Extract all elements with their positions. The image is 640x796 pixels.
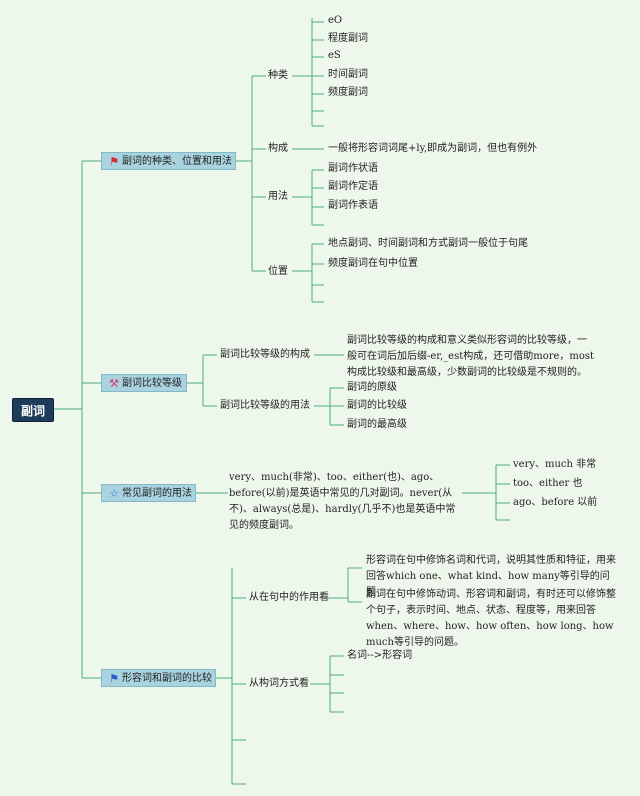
- branch-label: 副词比较等级: [122, 378, 182, 389]
- branch-label: 常见副词的用法: [122, 488, 192, 499]
- node-formation[interactable]: 构成: [268, 143, 288, 154]
- leaf-item[interactable]: 副词作表语: [328, 200, 378, 211]
- leaf-paragraph[interactable]: 形容词在句中修饰名词和代词，说明其性质和特征，用来回答which one、wha…: [366, 555, 616, 598]
- branch-types-position-usage[interactable]: ⚑ 副词的种类、位置和用法: [101, 152, 236, 170]
- leaf-item[interactable]: 副词的最高级: [347, 419, 407, 430]
- tools-icon: ⚒: [109, 377, 119, 390]
- leaf-item[interactable]: too、either 也: [513, 478, 583, 489]
- leaf-item[interactable]: 副词的原级: [347, 382, 397, 393]
- branch-common-adverbs[interactable]: ☆ 常见副词的用法: [101, 484, 196, 502]
- star-icon: ☆: [109, 487, 119, 500]
- node-position[interactable]: 位置: [268, 266, 288, 277]
- leaf-item[interactable]: 一般将形容词词尾+ly,即成为副词，但也有例外: [328, 143, 538, 154]
- node-types[interactable]: 种类: [268, 70, 288, 81]
- leaf-item[interactable]: 副词作定语: [328, 181, 378, 192]
- leaf-item[interactable]: eS: [328, 50, 341, 61]
- leaf-item[interactable]: ago、before 以前: [513, 497, 598, 508]
- leaf-paragraph[interactable]: very、much(非常)、too、either(也)、ago、before(以…: [229, 472, 456, 531]
- blue-flag-icon: ⚑: [109, 672, 119, 685]
- node-comparison-usage[interactable]: 副词比较等级的用法: [220, 400, 310, 411]
- branch-comparison-degrees[interactable]: ⚒ 副词比较等级: [101, 374, 187, 392]
- leaf-item[interactable]: very、much 非常: [513, 459, 597, 470]
- node-comparison-formation[interactable]: 副词比较等级的构成: [220, 349, 310, 360]
- branch-label: 形容词和副词的比较: [122, 673, 212, 684]
- leaf-item[interactable]: 程度副词: [328, 33, 368, 44]
- leaf-paragraph[interactable]: 副词比较等级的构成和意义类似形容词的比较等级，一般可在词后加后缀-er,_est…: [347, 335, 595, 378]
- branch-adj-adv-comparison[interactable]: ⚑ 形容词和副词的比较: [101, 669, 216, 687]
- node-function-in-sentence[interactable]: 从在句中的作用看: [249, 592, 329, 603]
- leaf-item[interactable]: 副词作状语: [328, 163, 378, 174]
- leaf-paragraph[interactable]: 副词在句中修饰动词、形容词和副词，有时还可以修饰整个句子，表示时间、地点、状态、…: [366, 589, 616, 648]
- leaf-item[interactable]: 名词-->形容词: [347, 650, 413, 661]
- leaf-item[interactable]: 频度副词: [328, 87, 368, 98]
- node-word-formation[interactable]: 从构词方式看: [249, 678, 309, 689]
- leaf-item[interactable]: 副词的比较级: [347, 400, 407, 411]
- leaf-item[interactable]: eO: [328, 15, 343, 26]
- leaf-item[interactable]: 频度副词在句中位置: [328, 258, 418, 269]
- leaf-item[interactable]: 地点副词、时间副词和方式副词一般位于句尾: [328, 238, 528, 249]
- red-flag-icon: ⚑: [109, 155, 119, 168]
- branch-label: 副词的种类、位置和用法: [122, 156, 232, 167]
- leaf-item[interactable]: 时间副词: [328, 69, 368, 80]
- root-node[interactable]: 副词: [12, 398, 54, 422]
- node-usage[interactable]: 用法: [268, 191, 288, 202]
